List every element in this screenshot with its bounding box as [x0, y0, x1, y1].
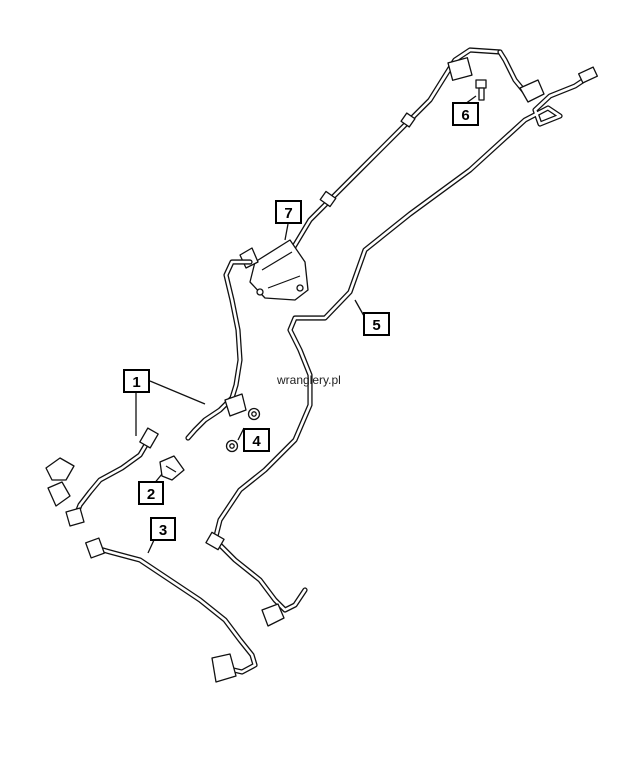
part-3-lower-tube — [85, 537, 258, 683]
part-4-washers — [225, 407, 261, 453]
callout-2: 2 — [138, 481, 164, 505]
callout-1: 1 — [123, 369, 150, 393]
leader-lines — [135, 95, 477, 554]
callout-label-1: 1 — [132, 374, 140, 391]
part-7-bracket — [239, 239, 309, 301]
callout-label-3: 3 — [159, 522, 167, 539]
part-1-short-tube — [45, 427, 159, 527]
part-2-clip — [159, 455, 185, 481]
callout-label-5: 5 — [372, 317, 380, 334]
callout-label-2: 2 — [147, 486, 155, 503]
part-6-bolt — [475, 79, 487, 101]
part-5-long-tube — [205, 66, 599, 627]
callout-4: 4 — [243, 428, 270, 452]
callout-7: 7 — [275, 200, 302, 224]
callout-label-6: 6 — [461, 107, 469, 124]
callout-3: 3 — [150, 517, 176, 541]
callout-label-4: 4 — [252, 433, 261, 450]
bracket-down-tube — [185, 259, 253, 441]
callout-6: 6 — [452, 102, 479, 126]
upper-tube-assembly — [277, 47, 545, 273]
callout-label-7: 7 — [284, 205, 292, 222]
watermark-text: wranglery.pl — [276, 373, 341, 387]
callout-5: 5 — [363, 312, 390, 336]
